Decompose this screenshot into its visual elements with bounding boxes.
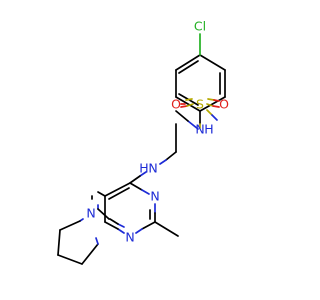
bond: [213, 99, 220, 102]
bond: [175, 96, 201, 112]
bond: [199, 54, 226, 71]
bond: [81, 243, 99, 265]
bond: [187, 120, 199, 130]
bond: [141, 189, 150, 195]
bond: [207, 98, 215, 101]
bond: [178, 60, 199, 74]
bond: [154, 221, 179, 237]
molecule-structure: Cl S O O N H N H N N N: [57, 19, 229, 265]
bond: [97, 208, 110, 220]
atom-n-sulfonamide: N: [195, 122, 204, 137]
bond: [212, 105, 220, 108]
bond: [57, 254, 83, 265]
atom-n-pyrimidine-top: N: [150, 189, 159, 204]
bond: [104, 182, 131, 197]
atom-h-sulfonamide: H: [204, 122, 213, 137]
bond: [186, 103, 194, 107]
bond: [159, 159, 167, 165]
bond: [141, 221, 156, 230]
bond: [129, 175, 141, 184]
atom-n-pyrrolidine: N: [86, 206, 95, 221]
bond: [109, 218, 119, 225]
atom-o-left: O: [171, 97, 181, 112]
bond: [108, 187, 130, 200]
bond: [129, 182, 143, 191]
bond: [57, 229, 61, 256]
bond: [117, 223, 125, 228]
bond: [117, 228, 125, 234]
atom-n-pyrimidine-bottom: N: [125, 230, 134, 245]
atom-s: S: [196, 97, 204, 112]
bond: [135, 228, 143, 234]
bond: [199, 96, 226, 112]
bond: [206, 103, 214, 107]
bonds: [57, 33, 226, 265]
atom-n-amine: N: [148, 161, 157, 176]
bond: [95, 237, 99, 245]
atom-h-amine: H: [139, 161, 148, 176]
bond: [139, 171, 147, 177]
bond: [185, 98, 193, 101]
atom-o-right: O: [219, 97, 229, 112]
bond: [104, 221, 119, 230]
bond: [97, 191, 106, 197]
bond: [59, 220, 81, 231]
bond: [211, 114, 218, 121]
bond: [165, 151, 177, 161]
atom-labels: Cl S O O N H N H N N N: [86, 19, 229, 245]
atom-cl: Cl: [194, 19, 206, 34]
bond: [206, 109, 213, 116]
bond: [180, 105, 188, 108]
bond: [175, 54, 201, 71]
bond: [175, 110, 189, 122]
